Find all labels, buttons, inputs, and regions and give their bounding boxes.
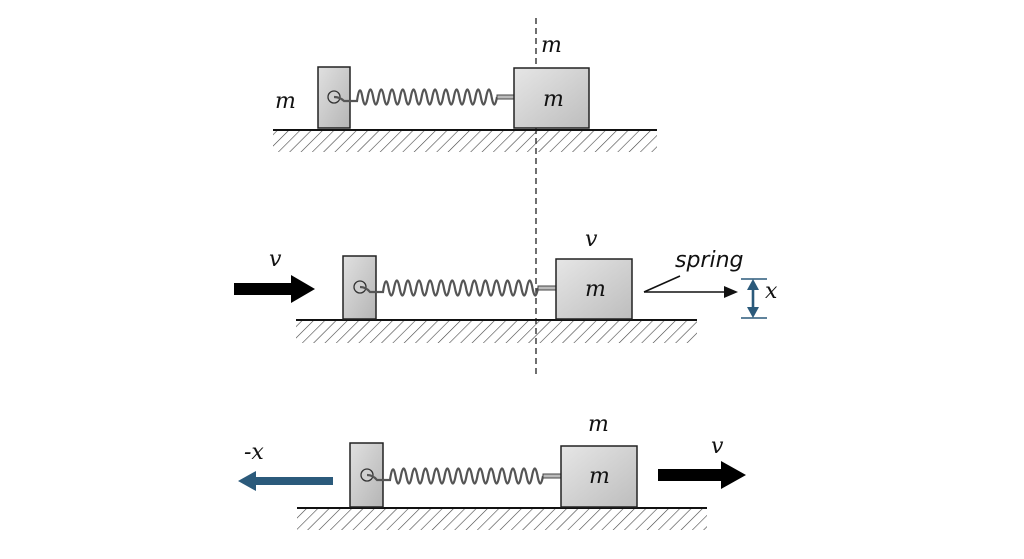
panel-3-rebound: -x m m v <box>238 412 746 530</box>
panel-1-top-label: m <box>541 33 562 58</box>
panel-2-spring-leader-line <box>643 275 681 293</box>
panel-1-wall-label: m <box>275 89 296 114</box>
panel-2-displacement-arrow-head-up <box>747 279 759 290</box>
panel-1-mass-block <box>513 67 590 129</box>
panel-3-mass-block <box>560 445 638 508</box>
panel-1-equilibrium: m m m <box>273 33 657 152</box>
panel-2-mass-label: m <box>585 277 606 302</box>
panel-1-mass-label: m <box>543 87 564 112</box>
panel-2-displacement-arrow-head-down <box>747 307 759 318</box>
panel-1-ground-hatch <box>273 130 657 152</box>
panel-2-mass-block <box>555 258 633 320</box>
panel-3-spring-rod <box>542 473 562 479</box>
panel-2-arrow-in-label: v <box>269 247 282 272</box>
panel-2-top-label: v <box>585 227 598 252</box>
panel-2-velocity-arrow-in <box>234 275 315 303</box>
panel-2-spring-pointer-head <box>724 286 738 298</box>
panel-3-spring <box>366 467 545 485</box>
panel-1-spring-rod <box>496 94 515 100</box>
panel-3-arrow-left-label: -x <box>244 440 264 465</box>
panel-1-spring <box>333 88 499 106</box>
panel-2-moving: v m v spring x <box>234 227 778 343</box>
panel-2-spring <box>359 279 540 297</box>
panel-2-displacement-label: x <box>765 279 778 304</box>
panel-3-top-label: m <box>588 412 609 437</box>
panel-3-displacement-arrow-left <box>238 471 333 491</box>
panel-3-arrow-right-label: v <box>711 434 724 459</box>
panel-2-spring-rod <box>537 285 557 291</box>
panel-3-ground-hatch <box>297 508 707 530</box>
panel-3-mass-label: m <box>589 464 610 489</box>
panel-3-velocity-arrow-right <box>658 461 746 489</box>
panel-2-spring-label: spring <box>675 248 744 273</box>
panel-2-ground-hatch <box>296 320 697 343</box>
